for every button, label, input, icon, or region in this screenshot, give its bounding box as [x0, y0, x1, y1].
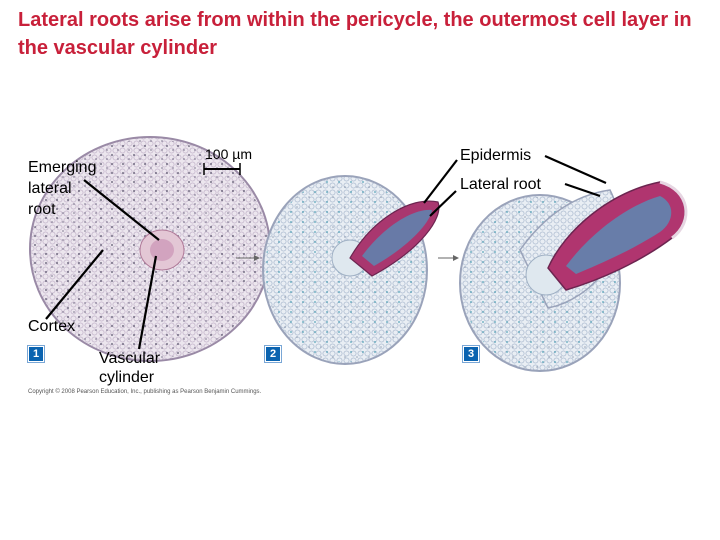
leader-lateral-root-panel2	[429, 190, 457, 217]
copyright-notice: Copyright © 2008 Pearson Education, Inc.…	[28, 389, 262, 395]
root-section-3	[459, 180, 688, 372]
leader-lateral-root-panel3	[564, 182, 601, 198]
scale-label: 100 µm	[205, 146, 252, 162]
scale-bar	[203, 163, 241, 175]
leader-lines	[45, 154, 607, 350]
leader-epidermis-panel3	[544, 154, 607, 185]
label-lateral-root: Lateral root	[460, 176, 541, 193]
label-cortex: Cortex	[28, 318, 76, 335]
label-vascular: Vascular	[99, 350, 161, 367]
step-badge-2: 2	[265, 346, 281, 362]
slide-title: Lateral roots arise from within the peri…	[18, 9, 692, 59]
leader-cortex	[45, 249, 104, 320]
label-root: root	[28, 201, 56, 218]
label-emerging: Emerging	[28, 159, 97, 176]
sequence-arrow-1	[236, 255, 260, 261]
root-section-1	[29, 136, 271, 362]
sequence-arrow-2	[438, 255, 459, 261]
step-badge-1: 1	[28, 346, 44, 362]
step-badge-3: 3	[463, 346, 479, 362]
leader-epidermis-panel2	[423, 159, 458, 204]
root-section-2	[262, 175, 440, 365]
label-cylinder: cylinder	[99, 369, 155, 386]
label-lateral: lateral	[28, 180, 72, 197]
label-epidermis: Epidermis	[460, 147, 532, 164]
leader-emerging-lateral-root	[83, 179, 160, 241]
leader-vascular-cylinder	[137, 255, 158, 350]
